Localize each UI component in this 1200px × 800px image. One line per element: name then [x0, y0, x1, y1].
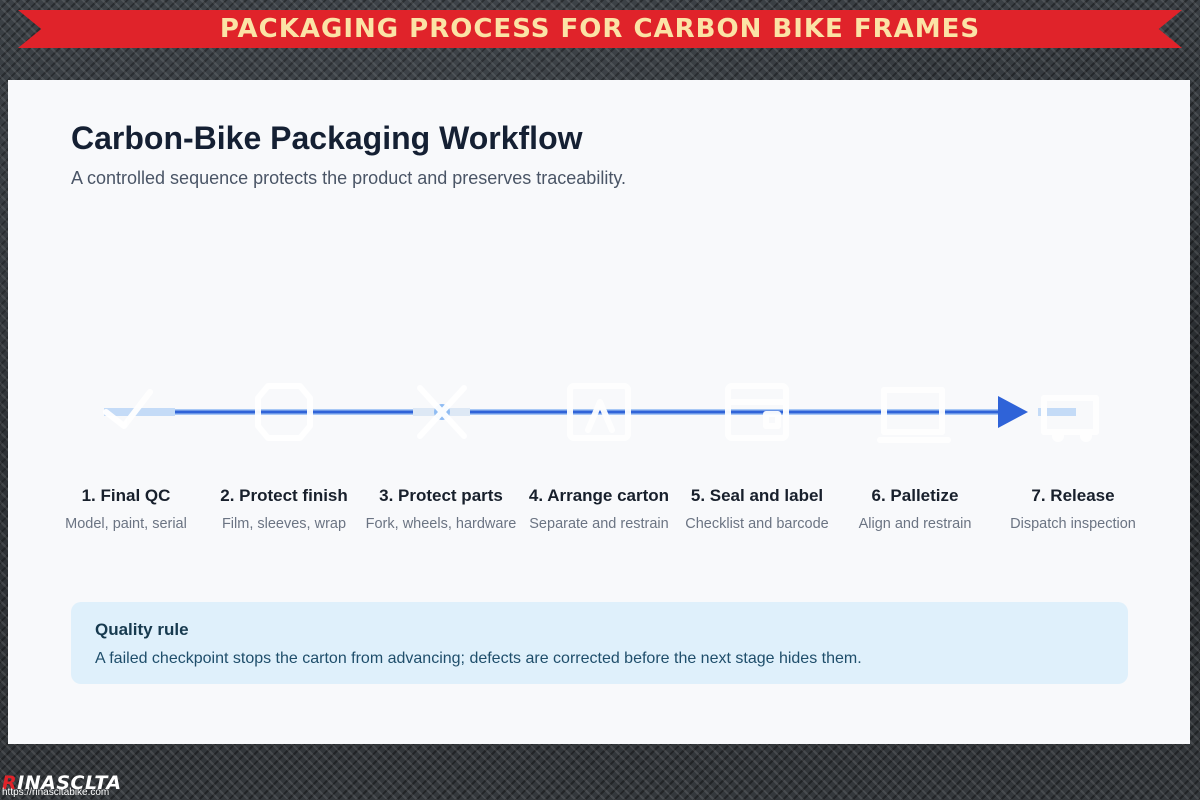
flow-arrowhead: [998, 396, 1028, 428]
step-2-desc: Film, sleeves, wrap: [221, 516, 347, 532]
step-4-desc: Separate and restrain: [529, 516, 669, 532]
quality-rule-title: Quality rule: [95, 620, 189, 639]
carton-icon: [567, 383, 631, 441]
step-7-name: 7. Release: [1031, 486, 1115, 505]
page-title: Carbon-Bike Packaging Workflow: [71, 120, 583, 156]
step-4-name: 4. Arrange carton: [528, 486, 670, 505]
step-5-name: 5. Seal and label: [690, 486, 824, 505]
pallet-icon: [877, 387, 951, 443]
quality-rule-box: Quality rule A failed checkpoint stops t…: [71, 602, 1128, 684]
workflow-card: Carbon-Bike Packaging Workflow A control…: [8, 80, 1190, 744]
brand-logo: RINASCLTA: [2, 772, 122, 794]
brand-url: https://rinascltabike.com: [2, 787, 110, 798]
step-7-desc: Dispatch inspection: [1010, 516, 1136, 532]
quality-rule-text: A failed checkpoint stops the carton fro…: [95, 650, 862, 667]
wrap-icon: [255, 383, 313, 441]
step-3-desc: Fork, wheels, hardware: [365, 516, 517, 532]
label-icon: [725, 383, 789, 441]
page-subtitle: A controlled sequence protects the produ…: [71, 168, 626, 188]
banner-title: PACKAGING PROCESS FOR CARBON BIKE FRAMES: [219, 14, 981, 44]
step-2-name: 2. Protect finish: [220, 486, 348, 505]
step-5-desc: Checklist and barcode: [685, 516, 829, 532]
logo-first-letter: R: [2, 772, 18, 794]
step-1-name: 1. Final QC: [81, 486, 171, 505]
step-1-desc: Model, paint, serial: [65, 516, 187, 532]
parts-icon: [417, 385, 467, 439]
logo-rest: INASCLTA: [17, 772, 122, 794]
process-flow: [103, 383, 1099, 443]
step-3-name: 3. Protect parts: [379, 486, 503, 505]
step-6-name: 6. Palletize: [871, 486, 959, 505]
title-banner: PACKAGING PROCESS FOR CARBON BIKE FRAMES: [18, 10, 1182, 48]
truck-icon: [1041, 395, 1099, 442]
step-6-desc: Align and restrain: [858, 516, 972, 532]
checkmark-icon: [103, 389, 153, 429]
